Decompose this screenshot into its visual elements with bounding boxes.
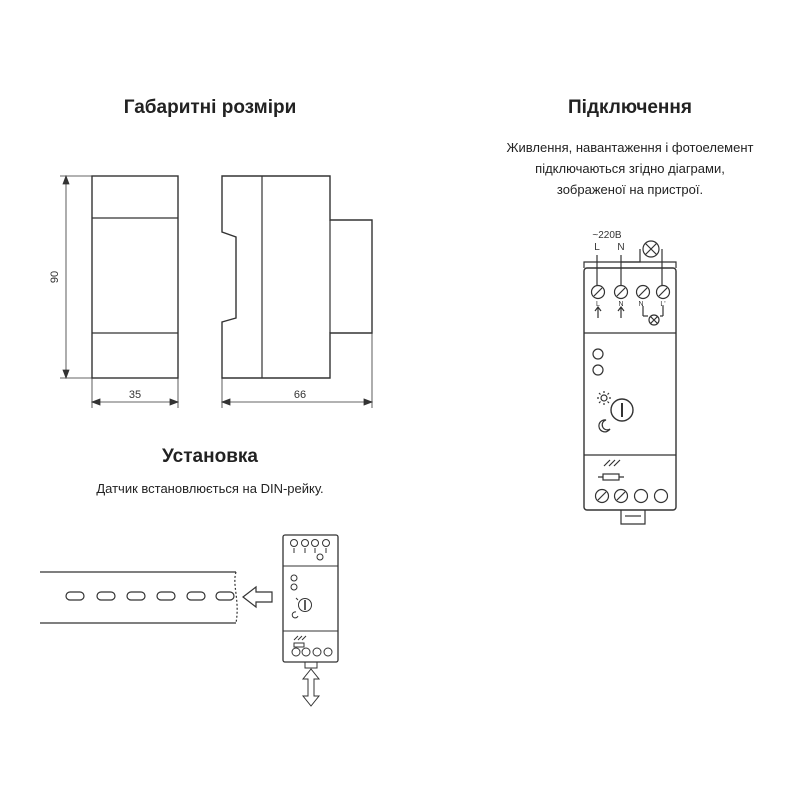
terminal-label: N [638,301,643,308]
depth-dimension [220,333,374,408]
width-label: 35 [129,389,141,401]
terminal-label: L [596,301,600,308]
side-view [221,175,373,379]
terminal-label: L' [660,301,665,308]
connection-title: Підключення [568,97,692,118]
height-label: 90 [49,271,61,283]
wire-label-n: N [617,242,624,253]
din-rail [40,571,238,624]
installation-device [282,534,339,669]
terminal-label: N [618,301,623,308]
connection-device [583,240,677,525]
connection-description: Живлення, навантаження і фотоелемент під… [420,137,800,200]
installation-title: Установка [162,446,258,467]
voltage-label: ~220В [592,230,622,241]
connection-description-line: зображеної на пристрої. [556,182,704,197]
width-dimension [90,378,180,408]
connection-description-line: підключаються згідно діаграми, [535,161,725,176]
connection-description-line: Живлення, навантаження і фотоелемент [506,140,754,155]
installation-description: Датчик встановлюється на DIN-рейку. [96,481,324,496]
dimensions-title: Габаритні розміри [123,97,297,118]
mount-arrow-left [242,585,273,609]
latch-double-arrow [301,668,321,707]
front-view [91,175,179,379]
depth-label: 66 [294,389,306,401]
height-dimension [60,174,92,380]
wire-label-l: L [594,242,600,253]
